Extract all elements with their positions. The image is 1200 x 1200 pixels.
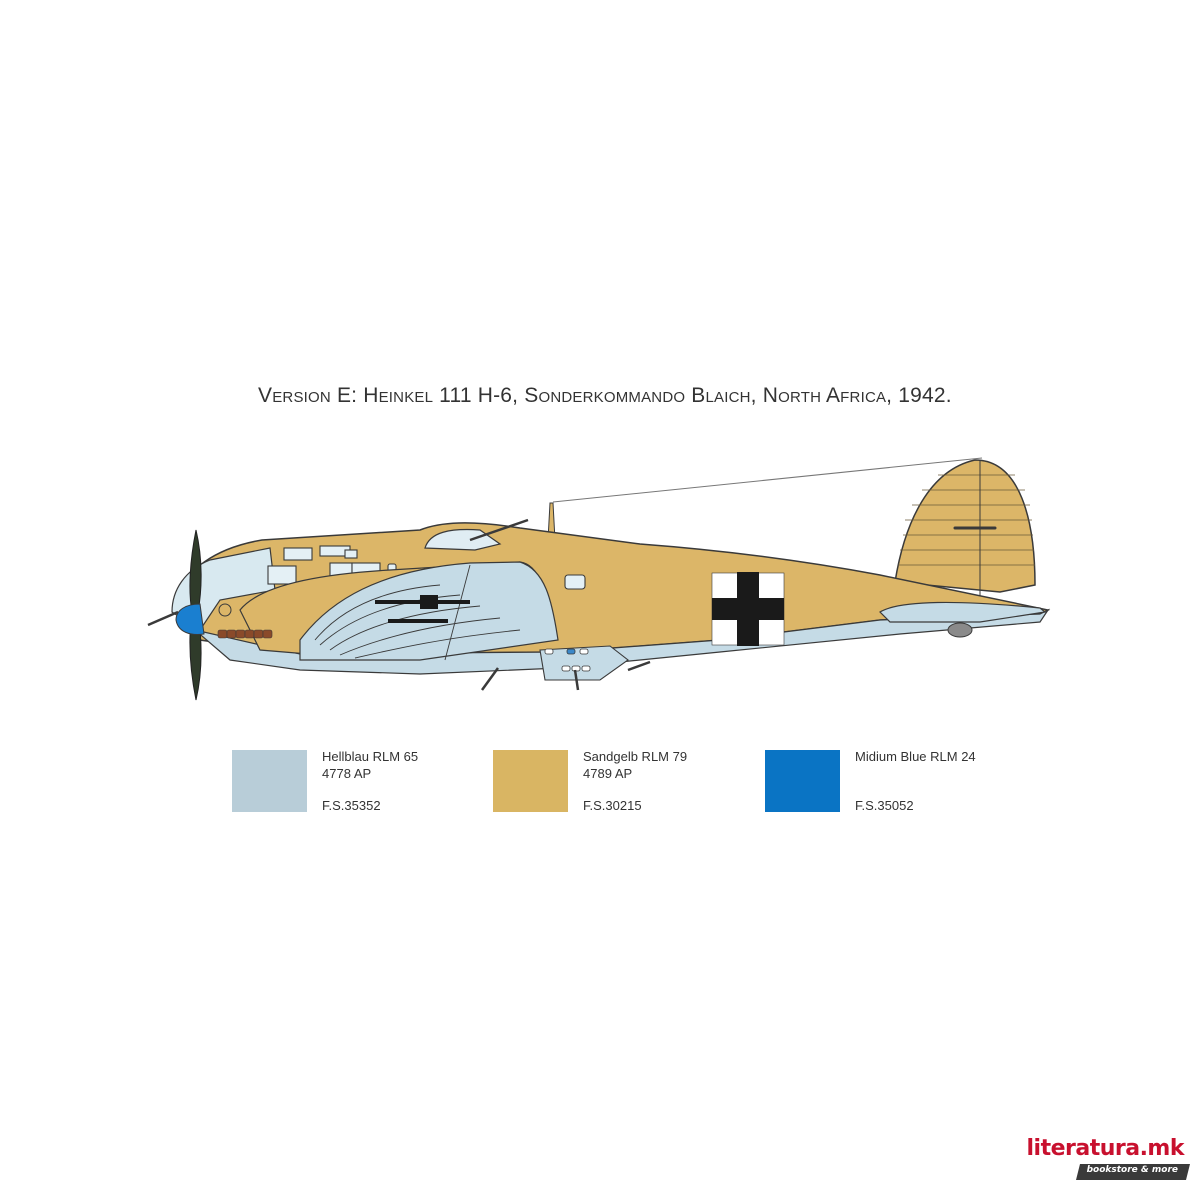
defensive-guns: [147, 610, 651, 691]
version-title: Version E: Heinkel 111 H-6, Sonderkomman…: [258, 384, 952, 407]
swatch-name: Hellblau RLM 65: [322, 749, 419, 764]
swatch-name: Sandgelb RLM 79: [583, 749, 688, 764]
wing-underside: [299, 561, 559, 661]
dorsal-gun: [469, 518, 529, 542]
nacelle-intake: [218, 603, 232, 617]
swatch-fs-code: F.S.30215: [583, 798, 642, 813]
dorsal-canopy: [424, 528, 502, 551]
swatch-code: 4778 AP: [322, 766, 372, 781]
swatch-fs-code: F.S.35052: [855, 798, 914, 813]
literatura-watermark: literatura.mk bookstore & more: [1026, 1136, 1192, 1186]
wing-cross-marking: [375, 595, 470, 623]
ventral-gondola: [539, 645, 629, 681]
watermark-tagline: bookstore & more: [1086, 1165, 1178, 1175]
watermark-brand: literatura.mk: [1026, 1136, 1184, 1161]
swatch-color-box: [493, 750, 568, 812]
horizontal-stabilizer: [879, 601, 1047, 623]
swatch-code: 4789 AP: [583, 766, 633, 781]
engine-exhaust: [217, 629, 273, 639]
antenna-wire: [552, 457, 983, 503]
heinkel-111-profile-illustration: [147, 457, 1051, 701]
swatch-fs-code: F.S.35352: [322, 798, 381, 813]
swatch-color-box: [765, 750, 840, 812]
wing-ribs: [314, 564, 521, 661]
swatch-color-box: [232, 750, 307, 812]
fuselage-cross-marking: [711, 572, 785, 646]
tail-wheel: [947, 622, 973, 638]
propeller-spinner: [175, 603, 205, 635]
swatch-name: Midium Blue RLM 24: [855, 749, 976, 764]
vertical-tail: [894, 459, 1036, 593]
